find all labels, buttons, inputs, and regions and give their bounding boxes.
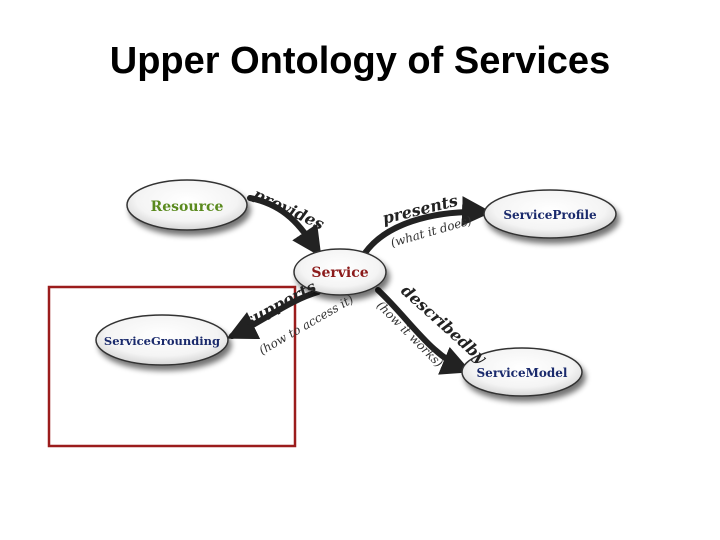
node-service-model-label: ServiceModel bbox=[477, 366, 568, 380]
node-service-model: ServiceModel bbox=[461, 347, 583, 397]
slide-title: Upper Ontology of Services bbox=[109, 40, 611, 82]
node-service-profile: ServiceProfile bbox=[483, 189, 617, 239]
edge-describedby-arrow bbox=[375, 287, 472, 375]
edge-label-provides: provides bbox=[250, 184, 327, 233]
node-resource: Resource bbox=[126, 179, 248, 231]
node-service-profile-label: ServiceProfile bbox=[503, 208, 597, 222]
node-service: Service bbox=[293, 248, 387, 296]
node-service-grounding-label: ServiceGrounding bbox=[104, 334, 220, 348]
highlight-box bbox=[47, 285, 297, 448]
edge-presents-arrow bbox=[362, 196, 492, 256]
edge-provides-arrow bbox=[247, 195, 322, 257]
node-resource-label: Resource bbox=[151, 199, 224, 215]
node-service-label: Service bbox=[311, 265, 368, 281]
node-service-grounding: ServiceGrounding bbox=[95, 314, 229, 366]
edge-supports-arrow bbox=[226, 289, 321, 340]
